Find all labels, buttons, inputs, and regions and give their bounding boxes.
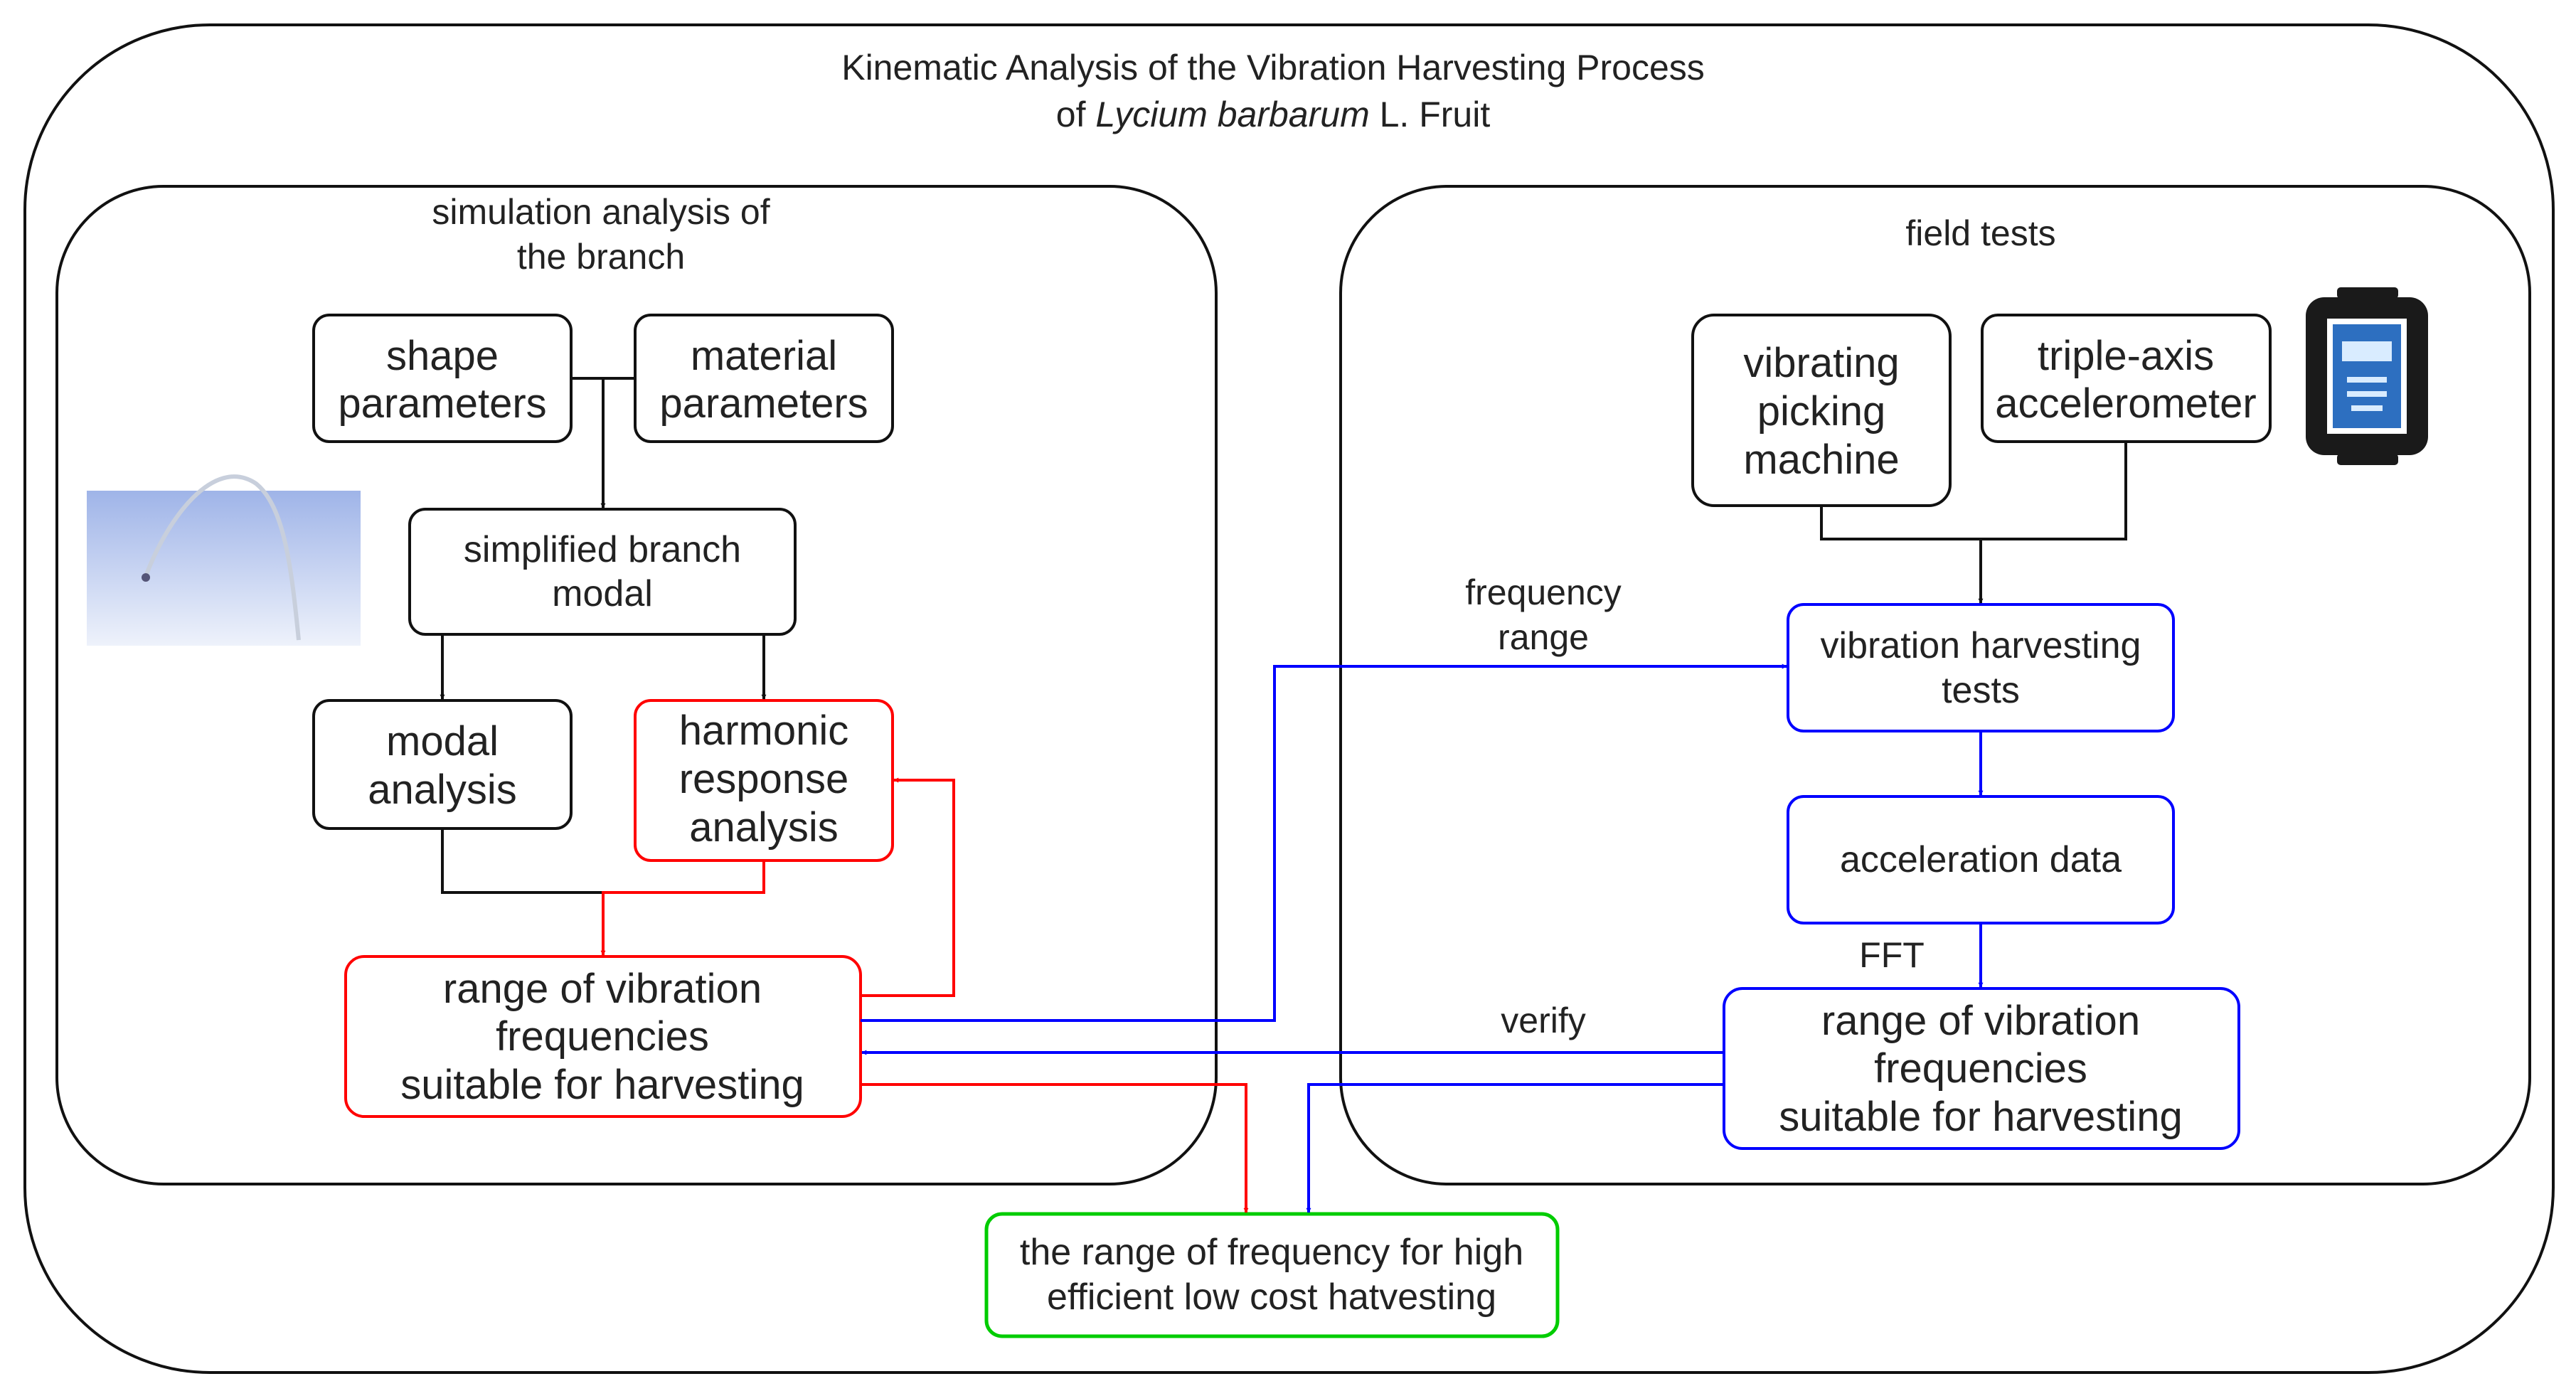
result-label-2: efficient low cost hatvesting <box>1047 1277 1496 1318</box>
harmonic-response-analysis-label-3: analysis <box>689 804 839 851</box>
branch-simulation-image <box>87 474 361 646</box>
edge-parameters-to-simplified <box>571 377 635 508</box>
simulation-group <box>55 185 1218 1185</box>
edge-label-verify: verify <box>1501 1001 1585 1040</box>
simplified-branch-modal-node <box>408 508 797 636</box>
simulation-group-label-2: the branch <box>517 237 685 277</box>
diagram-title-line1: Kinematic Analysis of the Vibration Harv… <box>841 48 1705 87</box>
simulation-group-label-1: simulation analysis of <box>432 192 770 232</box>
edge-label-fft: FFT <box>1859 935 1925 975</box>
material-parameters-label-2: parameters <box>659 380 868 427</box>
field-frequency-range-label-3: suitable for harvesting <box>1779 1094 2182 1140</box>
harmonic-response-analysis-label-2: response <box>679 756 849 802</box>
accelerometer-device-icon <box>2306 287 2428 465</box>
material-parameters-label-1: material <box>691 333 837 379</box>
edge-sim-range-to-result <box>861 1083 1249 1213</box>
field-frequency-range-node <box>1723 987 2240 1150</box>
acceleration-data-label: acceleration data <box>1840 839 2122 880</box>
edge-label-frequency-range-1: frequency <box>1465 572 1622 612</box>
edge-modal-join <box>441 828 603 894</box>
edge-label-frequency-range-2: range <box>1498 617 1589 657</box>
sim-frequency-range-label-2: frequencies <box>496 1013 709 1060</box>
simplified-branch-modal-label-1: simplified branch <box>464 529 741 570</box>
modal-analysis-label-1: modal <box>386 718 499 764</box>
field-tests-group-label: field tests <box>1905 213 2055 253</box>
shape-parameters-label-1: shape <box>386 333 499 379</box>
diagram-title-line2: of Lycium barbarum L. Fruit <box>1056 95 1491 134</box>
sim-frequency-range-node <box>344 955 862 1118</box>
vibration-harvesting-tests-label-1: vibration harvesting <box>1821 625 2141 666</box>
edge-field-range-to-result <box>1306 1083 1724 1213</box>
triple-axis-accelerometer-label-1: triple-axis <box>2038 333 2214 379</box>
field-tests-group <box>1339 185 2531 1185</box>
outer-container <box>23 23 2555 1374</box>
vibration-harvesting-tests-label-2: tests <box>1942 670 2020 711</box>
harmonic-response-analysis-label-1: harmonic <box>679 708 849 754</box>
result-node <box>984 1212 1560 1338</box>
vibration-harvesting-tests-node <box>1787 603 2175 732</box>
vibrating-picking-machine-label-1: vibrating <box>1743 340 1899 386</box>
shape-parameters-label-2: parameters <box>338 380 546 427</box>
edge-range-feedback-to-harmonic <box>861 777 955 997</box>
triple-axis-accelerometer-label-2: accelerometer <box>1995 380 2256 427</box>
edge-field-inputs-to-tests <box>1820 442 2127 603</box>
edge-frequency-range-to-tests <box>861 663 1787 1022</box>
vibrating-picking-machine-label-3: machine <box>1743 437 1899 483</box>
edge-harmonic-to-range <box>600 860 765 956</box>
modal-analysis-label-2: analysis <box>368 767 517 813</box>
result-label-1: the range of frequency for high <box>1020 1232 1523 1273</box>
field-frequency-range-label-2: frequencies <box>1874 1045 2087 1092</box>
vibrating-picking-machine-label-2: picking <box>1757 388 1886 435</box>
sim-frequency-range-label-3: suitable for harvesting <box>400 1062 804 1108</box>
sim-frequency-range-label-1: range of vibration <box>443 966 762 1012</box>
simplified-branch-modal-label-2: modal <box>552 573 653 614</box>
field-frequency-range-label-1: range of vibration <box>1821 998 2140 1044</box>
